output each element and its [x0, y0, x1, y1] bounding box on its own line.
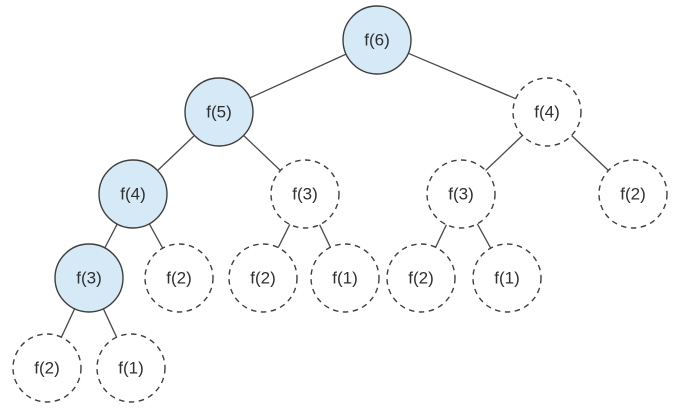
tree-nodes: f(6) f(5) f(4) f(4) f(3) f(3) f(2) f(3) f(2) f(2)… [12, 5, 668, 403]
node-circle [270, 159, 340, 229]
tree-node-skipped: f(2) [144, 243, 214, 313]
node-label: f(4) [120, 185, 146, 204]
node-circle [386, 243, 456, 313]
tree-node-skipped: f(3) [426, 159, 496, 229]
tree-edge [476, 223, 492, 249]
tree-edge [243, 135, 281, 171]
node-circle [144, 243, 214, 313]
node-label: f(2) [166, 269, 192, 288]
node-label: f(2) [250, 269, 276, 288]
tree-edge [148, 223, 164, 249]
node-circle [512, 77, 582, 147]
tree-node-computed: f(4) [98, 159, 168, 229]
node-circle [184, 77, 254, 147]
node-circle [96, 333, 166, 403]
node-label: f(2) [408, 269, 434, 288]
tree-node-skipped: f(2) [12, 333, 82, 403]
tree-node-skipped: f(4) [512, 77, 582, 147]
node-circle [598, 159, 668, 229]
node-circle [98, 159, 168, 229]
tree-node-computed: f(5) [184, 77, 254, 147]
node-label: f(1) [332, 269, 358, 288]
node-circle [310, 243, 380, 313]
tree-node-skipped: f(1) [96, 333, 166, 403]
node-label: f(1) [494, 269, 520, 288]
node-circle [426, 159, 496, 229]
node-label: f(2) [620, 185, 646, 204]
tree-node-skipped: f(2) [386, 243, 456, 313]
tree-edge [102, 308, 118, 338]
tree-node-skipped: f(3) [270, 159, 340, 229]
node-label: f(3) [448, 185, 474, 204]
node-label: f(6) [364, 31, 390, 50]
tree-edge [104, 223, 118, 249]
tree-node-skipped: f(1) [472, 243, 542, 313]
tree-edge [60, 308, 76, 338]
node-circle [228, 243, 298, 313]
tree-edge [157, 135, 195, 171]
tree-node-skipped: f(1) [310, 243, 380, 313]
tree-edge [249, 53, 347, 99]
node-circle [54, 243, 124, 313]
node-label: f(3) [76, 269, 102, 288]
tree-edges [60, 52, 609, 338]
node-label: f(3) [292, 185, 318, 204]
tree-node-skipped: f(2) [598, 159, 668, 229]
tree-edge [408, 52, 516, 100]
tree-edge [485, 135, 523, 171]
tree-node-computed: f(3) [54, 243, 124, 313]
node-circle [12, 333, 82, 403]
node-label: f(5) [206, 103, 232, 122]
node-label: f(4) [534, 103, 560, 122]
tree-node-skipped: f(2) [228, 243, 298, 313]
node-label: f(2) [34, 359, 60, 378]
tree-edge [277, 224, 291, 248]
tree-edge [571, 135, 609, 171]
tree-edge [435, 224, 447, 248]
tree-edge [319, 224, 331, 248]
node-circle [472, 243, 542, 313]
tree-node-computed: f(6) [342, 5, 412, 75]
node-circle [342, 5, 412, 75]
node-label: f(1) [118, 359, 144, 378]
